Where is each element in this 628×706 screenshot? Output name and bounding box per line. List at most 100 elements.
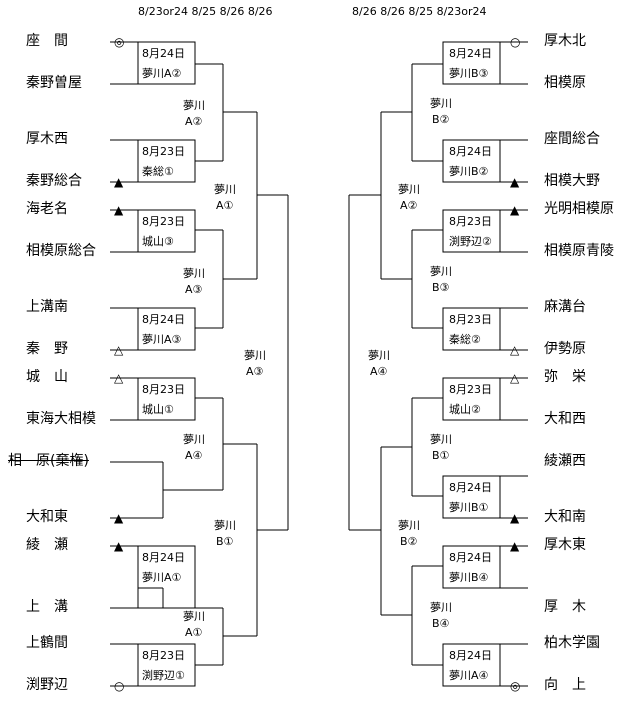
right-team-seed-mark: ▲ bbox=[510, 511, 520, 525]
right-team-seed-mark: ▲ bbox=[510, 175, 520, 189]
left-match-date: 8月23日 bbox=[142, 383, 185, 396]
left-match-date: 8月23日 bbox=[142, 649, 185, 662]
right-match-box bbox=[442, 545, 501, 589]
left-match-date: 8月24日 bbox=[142, 313, 185, 326]
left-team-seed-mark: ▲ bbox=[114, 175, 124, 189]
left-r2-venue-num: A② bbox=[185, 115, 203, 128]
left-match-box bbox=[137, 209, 196, 253]
left-match-box bbox=[137, 307, 196, 351]
left-team-seed-mark: △ bbox=[114, 371, 124, 385]
right-r3-venue-num: A② bbox=[400, 199, 418, 212]
right-match-box bbox=[442, 307, 501, 351]
right-match-date: 8月23日 bbox=[449, 383, 492, 396]
left-team-name: 秦 野 bbox=[26, 341, 68, 357]
left-team-seed-mark: ○ bbox=[114, 679, 125, 693]
left-match-venue: 夢川A① bbox=[142, 571, 182, 584]
left-r2-venue-num: A④ bbox=[185, 449, 203, 462]
right-team-name: 厚木東 bbox=[544, 537, 586, 553]
right-match-venue: 夢川B④ bbox=[449, 571, 489, 584]
left-team-name: 上溝南 bbox=[26, 299, 68, 315]
right-team-name: 光明相模原 bbox=[544, 201, 614, 217]
right-r2-venue-num: B① bbox=[432, 449, 450, 462]
right-team-name: 大和西 bbox=[544, 411, 586, 427]
right-round-dates: 8/26 8/26 8/25 8/23or24 bbox=[352, 5, 487, 18]
right-team-seed-mark: △ bbox=[510, 343, 520, 357]
left-team-name: 綾 瀬 bbox=[26, 537, 68, 553]
left-r2-venue: 夢川 bbox=[183, 610, 205, 623]
left-team-seed-mark: ▲ bbox=[114, 511, 124, 525]
right-r2-venue: 夢川 bbox=[430, 601, 452, 614]
right-match-venue: 夢川B① bbox=[449, 501, 489, 514]
right-team-name: 伊勢原 bbox=[544, 341, 586, 357]
right-match-venue: 渕野辺② bbox=[449, 235, 492, 248]
right-r2-venue: 夢川 bbox=[430, 433, 452, 446]
right-match-box bbox=[442, 377, 501, 421]
right-r2-venue-num: B② bbox=[432, 113, 450, 126]
left-match-date: 8月24日 bbox=[142, 47, 185, 60]
right-team-seed-mark: ▲ bbox=[510, 539, 520, 553]
left-r2-venue-num: A① bbox=[185, 626, 203, 639]
right-team-name: 相模大野 bbox=[544, 173, 600, 189]
left-r3-venue: 夢川 bbox=[214, 183, 236, 196]
right-match-date: 8月23日 bbox=[449, 215, 492, 228]
left-match-box bbox=[137, 41, 196, 85]
right-match-venue: 夢川B② bbox=[449, 165, 489, 178]
right-r4-venue-num: A④ bbox=[370, 365, 388, 378]
left-team-name: 相模原総合 bbox=[26, 243, 96, 259]
left-team-name: 東海大相模 bbox=[26, 411, 96, 427]
left-team-name: 秦野総合 bbox=[26, 173, 82, 189]
right-match-date: 8月24日 bbox=[449, 649, 492, 662]
left-team-name: 秦野曽屋 bbox=[26, 75, 82, 91]
left-r4-venue: 夢川 bbox=[244, 349, 266, 362]
left-match-venue: 城山① bbox=[142, 403, 174, 416]
left-team-name: 上 溝 bbox=[26, 599, 68, 615]
left-match-date: 8月24日 bbox=[142, 551, 185, 564]
left-r4-venue-num: A③ bbox=[246, 365, 264, 378]
right-r2-venue-num: B④ bbox=[432, 617, 450, 630]
right-team-seed-mark: △ bbox=[510, 371, 520, 385]
right-team-seed-mark: ▲ bbox=[510, 203, 520, 217]
right-r2-venue: 夢川 bbox=[430, 265, 452, 278]
left-team-name: 城 山 bbox=[26, 369, 68, 385]
left-match-date: 8月23日 bbox=[142, 215, 185, 228]
right-team-name: 麻溝台 bbox=[544, 299, 586, 315]
right-r3-venue-num: B② bbox=[400, 535, 418, 548]
left-team-name: 大和東 bbox=[26, 509, 68, 525]
right-match-venue: 秦総② bbox=[449, 333, 481, 346]
left-team-seed-mark: ◎ bbox=[114, 35, 125, 49]
left-team-name: 相 原(棄権) bbox=[8, 453, 89, 469]
right-match-date: 8月24日 bbox=[449, 47, 492, 60]
left-match-venue: 夢川A② bbox=[142, 67, 182, 80]
right-team-name: 柏木学園 bbox=[544, 635, 600, 651]
right-match-venue: 夢川B③ bbox=[449, 67, 489, 80]
left-team-name: 厚木西 bbox=[26, 131, 68, 147]
right-team-name: 弥 栄 bbox=[544, 369, 586, 385]
right-match-box bbox=[442, 41, 501, 85]
right-r3-venue: 夢川 bbox=[398, 519, 420, 532]
left-r3-venue: 夢川 bbox=[214, 519, 236, 532]
right-match-venue: 夢川A④ bbox=[449, 669, 489, 682]
right-match-box bbox=[442, 475, 501, 519]
left-team-seed-mark: ▲ bbox=[114, 539, 124, 553]
right-match-date: 8月24日 bbox=[449, 145, 492, 158]
left-match-venue: 渕野辺① bbox=[142, 669, 185, 682]
left-team-name: 上鶴間 bbox=[26, 635, 68, 651]
right-team-name: 厚 木 bbox=[544, 599, 586, 615]
left-r2-venue-num: A③ bbox=[185, 283, 203, 296]
right-r4-venue: 夢川 bbox=[368, 349, 390, 362]
right-match-venue: 城山② bbox=[449, 403, 481, 416]
right-match-date: 8月24日 bbox=[449, 481, 492, 494]
right-r2-venue: 夢川 bbox=[430, 97, 452, 110]
left-match-box bbox=[137, 377, 196, 421]
left-team-seed-mark: ▲ bbox=[114, 203, 124, 217]
right-team-name: 厚木北 bbox=[544, 33, 586, 49]
right-team-seed-mark: ◎ bbox=[510, 679, 521, 693]
left-match-venue: 夢川A③ bbox=[142, 333, 182, 346]
right-team-name: 相模原青陵 bbox=[544, 243, 614, 259]
left-r3-venue-num: B① bbox=[216, 535, 234, 548]
right-team-seed-mark: ○ bbox=[510, 35, 521, 49]
left-round-dates: 8/23or24 8/25 8/26 8/26 bbox=[138, 5, 273, 18]
left-r2-venue: 夢川 bbox=[183, 433, 205, 446]
left-match-venue: 秦総① bbox=[142, 165, 174, 178]
